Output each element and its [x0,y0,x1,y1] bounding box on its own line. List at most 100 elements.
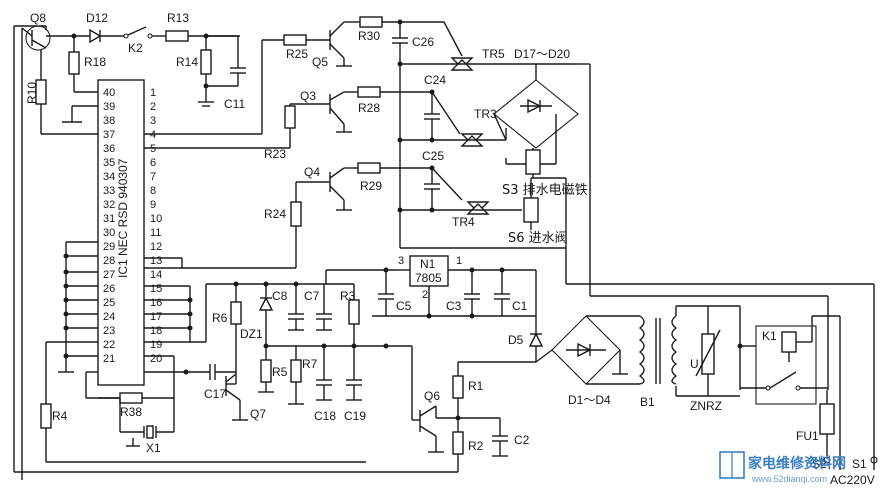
ic1: 4039383736353433323130292827262524232221… [97,79,162,386]
k1-relay-box [755,325,817,405]
c19-label: C19 [344,409,366,423]
ic1-pin-label: 10 [150,213,162,225]
ic1-pin-label: 29 [103,241,115,253]
top-left-section: Q8 D12 K2 R13 R18 R14 [13,11,246,480]
n1-pin1: 1 [456,255,462,267]
r5-resistor [260,359,272,383]
power-bridge: D1～D4 R1 R2 C2 Q6 [412,315,640,472]
r6-resistor [230,301,242,325]
ac-rails [566,63,875,470]
c11-label: C11 [224,97,245,111]
c24-label: C24 [424,73,446,87]
r24-label: R24 [264,207,286,221]
ic1-pin-label: 22 [103,339,115,351]
ic1-pin-label: 6 [150,157,156,169]
d1-d4-label: D1～D4 [568,393,611,407]
q3-driver: R23 Q3 R28 C24 TR3 [144,64,588,198]
ic1-pin-label: 13 [150,255,162,267]
r2-resistor [452,431,464,455]
ic1-label: IC1 NEC RSD 940307 [116,158,130,278]
watermark-url: www.52dianqi.com [751,474,827,484]
ic1-pin-label: 40 [103,87,115,99]
ic1-pin-label: 16 [150,297,162,309]
ic1-pin-label: 35 [103,157,115,169]
watermark-text: 家电维修资料网 [748,455,846,472]
tr5-label: TR5 [482,47,505,61]
regulator-section: N1 7805 3 1 2 C5 C3 C1 [372,255,544,362]
tr3-label: TR3 [474,107,497,121]
b1-label: B1 [640,395,655,409]
k1-coil [781,331,797,353]
ic1-pin-label: 14 [150,269,162,281]
u-label: U [690,357,699,371]
ic1-pin-label: 38 [103,115,115,127]
s3-label: S3 排水电磁铁 [502,183,588,198]
ic1-pin-label: 19 [150,339,162,351]
ic1-pin-label: 8 [150,185,156,197]
r28-label: R28 [358,101,380,115]
d17-d20-label: D17～D20 [514,47,570,61]
watermark: 家电维修资料网 www.52dianqi.com [719,451,846,484]
c25-label: C25 [422,149,444,163]
r6-label: R6 [212,311,228,325]
b1-secondary-coil [638,315,645,385]
ac-label: AC220V [830,473,875,487]
ic1-pin-label: 37 [103,129,115,141]
d12-label: D12 [86,11,108,25]
r13-resistor [165,30,189,42]
q3-label: Q3 [300,89,316,103]
q7-label: Q7 [250,407,266,421]
k2-label: K2 [128,41,143,55]
s2-label: S2 [812,457,827,471]
ic1-pin-label: 3 [150,115,156,127]
c26-label: C26 [412,35,434,49]
r3-resistor [348,299,360,325]
ic1-pin-label: 1 [150,87,156,99]
ic1-pin-label: 23 [103,325,115,337]
dz1-zener [258,296,274,311]
r2-label: R2 [468,439,484,453]
ic1-pin-label: 26 [103,283,115,295]
ic1-pin-label: 25 [103,297,115,309]
d12-diode-symbol [89,28,102,44]
ic1-pin-label: 34 [103,171,115,183]
r29-label: R29 [360,179,382,193]
d5-label: D5 [508,333,524,347]
fu1-fuse [819,403,835,435]
ic1-pin-label: 7 [150,171,156,183]
ic1-pin-label: 4 [150,129,156,141]
d17-d20-bridge [493,79,579,149]
r14-resistor [200,49,212,75]
b1-primary-coil [671,315,678,385]
ic1-pin-label: 20 [150,353,162,365]
s6-label: S6 进水阀 [508,231,568,246]
ic1-pin-label: 12 [150,241,162,253]
r25-resistor [283,34,307,46]
n1-part-label: 7805 [415,271,442,285]
ic1-pin-label: 33 [103,185,115,197]
dz1-label: DZ1 [240,327,263,341]
c5-label: C5 [396,299,412,313]
d5-diode [528,332,544,347]
pin-bus: R4 [14,241,458,473]
ic1-pin-label: 11 [150,227,161,239]
mains-section: B1 U ZNRZ K1 FU1 S2 S [638,305,878,487]
ic1-pin-label: 5 [150,143,156,155]
s3-coil [525,149,541,175]
r7-label: R7 [302,357,318,371]
x1-label: X1 [146,441,161,455]
ic1-pin-label: 15 [150,283,162,295]
ic1-pin-label: 9 [150,199,156,211]
ic1-pin-label: 17 [150,311,162,323]
znrz-label: ZNRZ [690,399,722,413]
c7-label: C7 [304,289,320,303]
n1-pin3: 3 [398,255,404,267]
r38-resistor [119,392,143,404]
q5-label: Q5 [312,55,328,69]
q8-label: Q8 [30,11,46,25]
tr4-label: TR4 [452,215,475,229]
q4-label: Q4 [304,165,320,179]
r4-resistor [40,403,52,429]
